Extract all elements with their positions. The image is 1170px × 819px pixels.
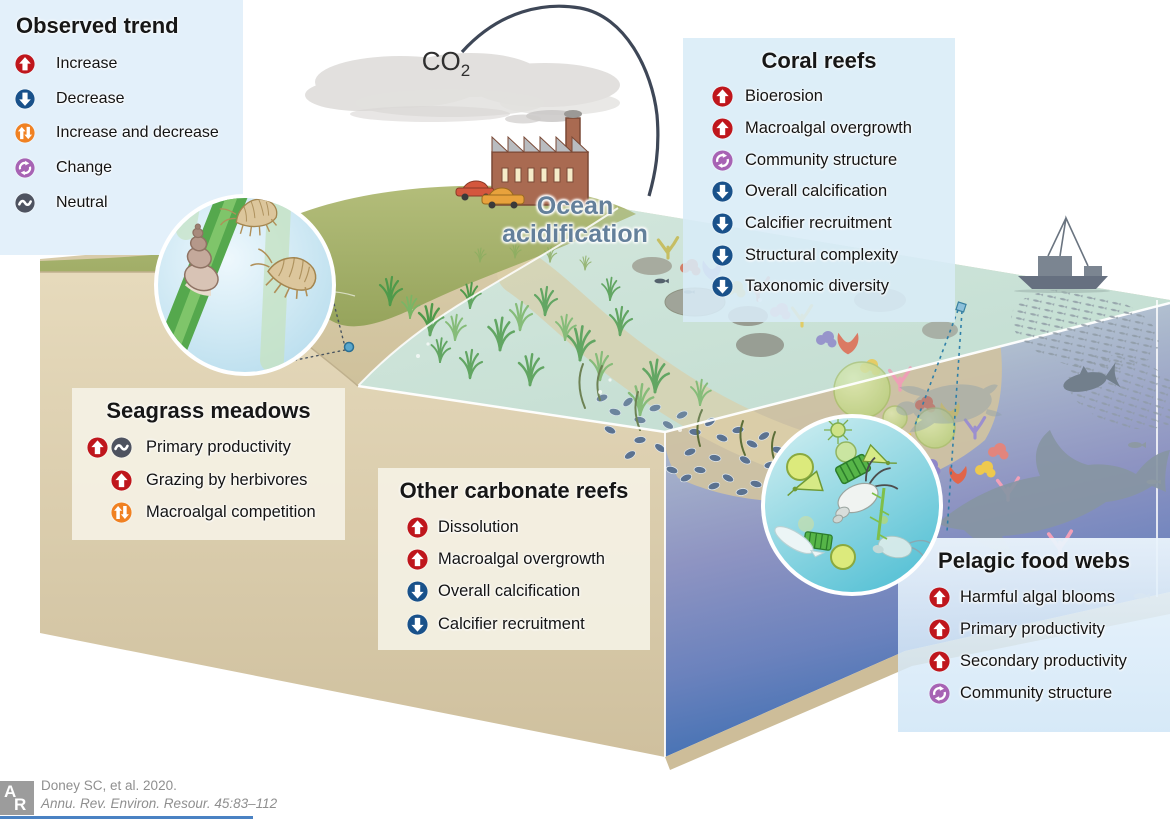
trend-label: Community structure — [745, 150, 898, 169]
increase-icon — [929, 651, 950, 672]
legend-label: Neutral — [56, 193, 108, 211]
co2-to-ocean-arc — [460, 4, 660, 197]
trend-item: Bioerosion — [683, 81, 955, 113]
trend-label: Macroalgal competition — [146, 503, 316, 522]
co2-label: CO2 — [421, 46, 471, 81]
citation-journal: Annu. Rev. Environ. Resour. 45:83–112 — [41, 795, 278, 811]
trend-label: Macroalgal overgrowth — [745, 119, 912, 138]
observed-trend-legend: Observed trend Increase Decrease Increas… — [0, 0, 243, 255]
trend-item: Harmful algal blooms — [898, 581, 1170, 613]
trend-item: Macroalgal competition — [72, 496, 345, 529]
trend-label: Dissolution — [438, 517, 519, 536]
trend-label: Harmful algal blooms — [960, 587, 1115, 606]
legend-label: Change — [56, 159, 113, 177]
decrease-icon — [712, 245, 733, 266]
trend-label: Primary productivity — [960, 619, 1105, 638]
seagrass-meadows-panel: Seagrass meadows Primary productivity Gr… — [72, 388, 345, 540]
increase-icon — [929, 587, 950, 608]
increase-icon — [929, 619, 950, 640]
trend-item: Overall calcification — [683, 176, 955, 208]
trend-label: Secondary productivity — [960, 651, 1127, 670]
trend-label: Bioerosion — [745, 87, 823, 106]
increase-icon — [407, 517, 428, 538]
trend-label: Calcifier recruitment — [438, 614, 585, 633]
pelagic-food-webs-title: Pelagic food webs — [938, 548, 1130, 573]
decrease-icon — [712, 276, 733, 297]
fishing-boat-silhouette — [1014, 215, 1110, 293]
decrease-icon — [407, 581, 428, 602]
other-carbonate-reefs-panel: Other carbonate reefs Dissolution Macroa… — [378, 468, 650, 650]
trend-item: Taxonomic diversity — [683, 271, 955, 303]
trend-label: Grazing by herbivores — [146, 470, 308, 489]
other-carbonate-reefs-title: Other carbonate reefs — [399, 478, 629, 503]
trend-item: Grazing by herbivores — [72, 464, 345, 497]
trend-item: Calcifier recruitment — [378, 608, 650, 640]
coral-reefs-panel: Coral reefs Bioerosion Macroalgal overgr… — [683, 38, 955, 322]
increase-icon — [15, 54, 35, 74]
trend-item: Secondary productivity — [898, 645, 1170, 677]
trend-label: Primary productivity — [146, 437, 291, 456]
legend-item: Decrease — [0, 82, 243, 117]
shoreline-foam — [357, 207, 619, 387]
trend-item: Primary productivity — [898, 613, 1170, 645]
trend-item: Community structure — [898, 677, 1170, 709]
legend-title: Observed trend — [16, 13, 179, 38]
trend-label: Calcifier recruitment — [745, 214, 892, 233]
increase-icon — [712, 86, 733, 107]
trend-item: Community structure — [683, 144, 955, 176]
change-icon — [15, 158, 35, 178]
increase-icon — [87, 437, 108, 458]
increase-decrease-icon — [111, 502, 132, 523]
trend-item: Structural complexity — [683, 239, 955, 271]
trend-item: Macroalgal overgrowth — [683, 113, 955, 145]
legend-label: Increase and decrease — [56, 124, 219, 142]
coral-reefs-title: Coral reefs — [761, 48, 877, 73]
figure-citation: Doney SC, et al. 2020. Annu. Rev. Enviro… — [41, 777, 277, 812]
fish-school — [1011, 289, 1159, 371]
trend-item: Macroalgal overgrowth — [378, 543, 650, 575]
neutral-icon — [15, 193, 35, 213]
legend-label: Decrease — [56, 89, 125, 107]
decrease-icon — [712, 181, 733, 202]
ocean-acidification-label: Ocean acidification — [502, 192, 648, 248]
legend-label: Increase — [56, 55, 118, 73]
change-icon — [929, 683, 950, 704]
trend-label: Taxonomic diversity — [745, 277, 889, 296]
citation-authors: Doney SC, et al. 2020. — [41, 778, 177, 793]
seagrass-meadows-title: Seagrass meadows — [106, 398, 311, 423]
increase-icon — [407, 549, 428, 570]
trend-label: Structural complexity — [745, 245, 899, 264]
co2-cloud — [305, 53, 620, 122]
shark-silhouette — [938, 430, 1170, 556]
decrease-icon — [15, 89, 35, 109]
coastal-hill — [40, 185, 636, 327]
legend-item: Neutral — [0, 185, 243, 220]
pelagic-food-webs-panel: Pelagic food webs Harmful algal blooms P… — [898, 538, 1170, 732]
trend-label: Overall calcification — [438, 582, 581, 601]
legend-item: Increase — [0, 47, 243, 82]
neutral-icon — [111, 437, 132, 458]
change-icon — [712, 150, 733, 171]
increase-decrease-icon — [15, 123, 35, 143]
trend-label: Overall calcification — [745, 182, 888, 201]
trend-label: Macroalgal overgrowth — [438, 549, 605, 568]
trend-item: Calcifier recruitment — [683, 208, 955, 240]
annual-reviews-logo: A R — [0, 781, 34, 815]
trend-item: Overall calcification — [378, 576, 650, 608]
bottom-edge-line — [0, 816, 253, 819]
car-icons — [455, 180, 525, 209]
decrease-icon — [407, 614, 428, 635]
trend-item: Primary productivity — [72, 431, 345, 464]
legend-item: Increase and decrease — [0, 116, 243, 151]
decrease-icon — [712, 213, 733, 234]
plankton-inset-connector — [913, 301, 967, 533]
tuna-silhouette — [1063, 362, 1121, 392]
trend-item: Dissolution — [378, 511, 650, 543]
increase-icon — [111, 470, 132, 491]
increase-icon — [712, 118, 733, 139]
trend-label: Community structure — [960, 683, 1113, 702]
legend-item: Change — [0, 151, 243, 186]
